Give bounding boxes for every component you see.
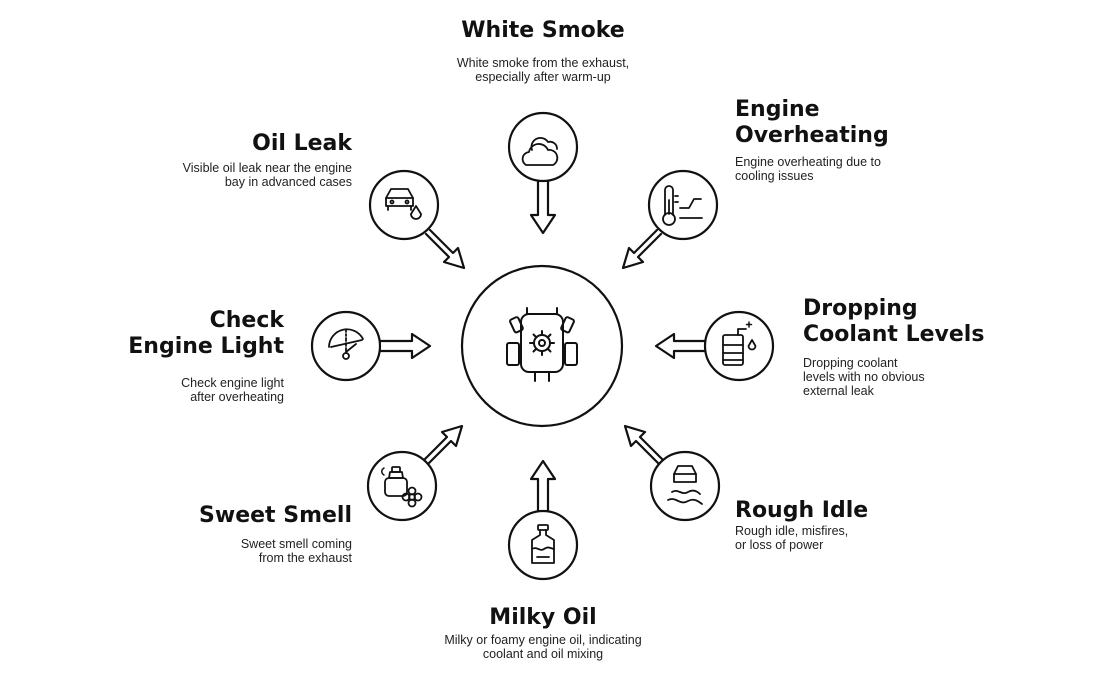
node-circle	[507, 111, 579, 183]
node-description: Milky or foamy engine oil, indicating co…	[444, 633, 642, 661]
node-check-engine	[310, 310, 432, 382]
arrow-rough-idle	[623, 424, 665, 466]
label-milky-oil: Milky Oil Milky or foamy engine oil, ind…	[393, 605, 693, 661]
node-title: Engine Overheating	[735, 97, 889, 148]
node-sweet-smell	[366, 424, 464, 522]
node-rough-idle	[623, 424, 721, 522]
skidding-car-icon	[667, 465, 703, 505]
center-hub	[460, 264, 624, 428]
arrow-overheating	[621, 228, 663, 270]
label-check-engine: Check Engine Light Check engine light af…	[44, 308, 284, 404]
node-description: Rough idle, misfires, or loss of power	[735, 524, 849, 552]
node-title: Check Engine Light	[128, 308, 284, 359]
node-circle	[647, 169, 719, 241]
node-title: Rough Idle	[735, 498, 869, 523]
engine-icon	[506, 307, 578, 382]
label-sweet-smell: Sweet Smell Sweet smell coming from the …	[112, 503, 352, 565]
node-description: Check engine light after overheating	[181, 376, 284, 404]
arrow-coolant	[654, 332, 707, 360]
node-circle	[368, 169, 440, 241]
node-title: Sweet Smell	[199, 503, 352, 528]
arrow-oil-leak	[424, 228, 466, 270]
perfume-flower-icon	[381, 466, 423, 508]
node-oil-leak	[368, 169, 466, 270]
coolant-tank-icon	[722, 321, 757, 366]
node-description: Engine overheating due to cooling issues	[735, 155, 881, 183]
label-overheating: Engine Overheating Engine overheating du…	[735, 97, 975, 183]
node-title: Milky Oil	[489, 605, 597, 630]
node-milky-oil	[507, 459, 579, 581]
node-circle	[310, 310, 382, 382]
node-description: Sweet smell coming from the exhaust	[240, 537, 352, 565]
gauge-icon	[328, 328, 364, 360]
node-circle	[366, 450, 438, 522]
label-white-smoke: White Smoke White smoke from the exhaust…	[393, 18, 693, 84]
label-rough-idle: Rough Idle Rough idle, misfires, or loss…	[735, 498, 975, 552]
label-coolant: Dropping Coolant Levels Dropping coolant…	[803, 296, 1043, 398]
node-white-smoke	[507, 111, 579, 235]
arrow-check-engine	[378, 332, 432, 360]
node-description: White smoke from the exhaust, especially…	[456, 56, 630, 84]
cloud-icon	[521, 137, 559, 166]
thermometer-icon	[662, 185, 703, 226]
node-description: Visible oil leak near the engine bay in …	[182, 161, 352, 189]
node-circle	[649, 450, 721, 522]
node-circle	[507, 509, 579, 581]
car-oil-drop-icon	[385, 188, 422, 220]
node-coolant	[654, 310, 775, 382]
label-oil-leak: Oil Leak Visible oil leak near the engin…	[92, 131, 352, 189]
node-title: Dropping Coolant Levels	[803, 296, 985, 347]
node-description: Dropping coolant levels with no obvious …	[803, 356, 925, 398]
arrow-milky-oil	[529, 459, 557, 513]
node-circle	[703, 310, 775, 382]
node-overheating	[621, 169, 719, 270]
arrow-white-smoke	[529, 179, 557, 235]
node-title: Oil Leak	[252, 131, 352, 156]
arrow-sweet-smell	[422, 424, 464, 466]
center-circle	[460, 264, 624, 428]
oil-bottle-icon	[531, 524, 555, 564]
node-title: White Smoke	[461, 18, 625, 43]
